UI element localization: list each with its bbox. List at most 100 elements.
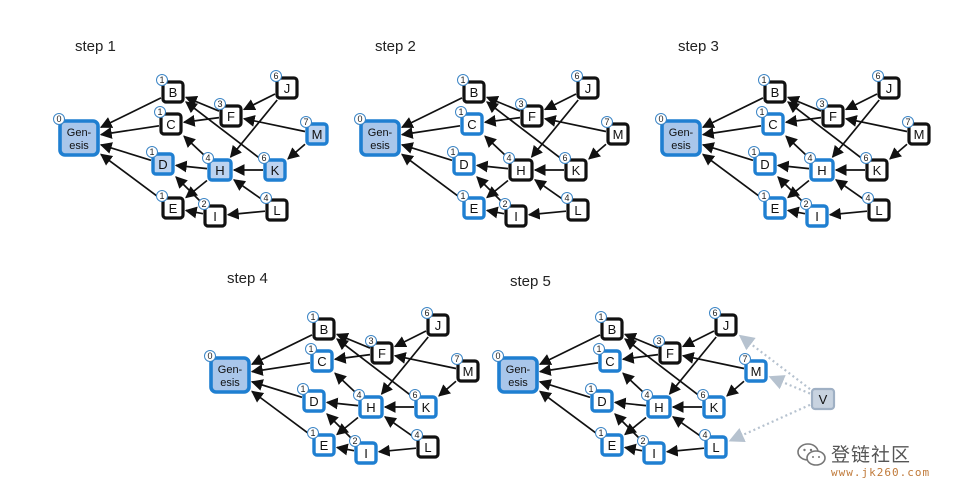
node-i: I2 xyxy=(349,435,378,465)
node-v-box xyxy=(810,387,836,411)
node-d-label: D xyxy=(597,394,606,409)
node-k-weight-badge xyxy=(860,152,872,164)
node-l-weight-badge xyxy=(699,429,711,441)
node-k: K6 xyxy=(409,389,438,419)
edge-e-to-genesis xyxy=(539,390,601,437)
node-k: K6 xyxy=(258,152,287,182)
edge-k-to-b xyxy=(787,101,866,162)
node-i-weight-badge xyxy=(800,198,812,210)
node-c: C1 xyxy=(756,106,785,136)
edge-m-to-k xyxy=(287,143,306,160)
node-k-weight: 6 xyxy=(261,153,266,163)
node-i-weight: 2 xyxy=(502,199,507,209)
node-genesis-weight: 0 xyxy=(56,114,61,124)
edge-b-to-genesis xyxy=(538,334,601,365)
node-j: J6 xyxy=(571,70,600,100)
node-l-label: L xyxy=(273,203,280,218)
node-l-weight: 4 xyxy=(263,193,268,203)
node-b-weight: 1 xyxy=(310,312,315,322)
node-i-box xyxy=(805,204,829,228)
edge-h-to-d xyxy=(613,397,647,410)
edge-l-to-h xyxy=(672,416,705,440)
node-j-label: J xyxy=(585,81,592,96)
edge-i-to-e xyxy=(335,443,355,456)
node-b-weight: 1 xyxy=(159,75,164,85)
edge-f-to-c xyxy=(621,351,659,364)
node-d-weight: 1 xyxy=(149,147,154,157)
node-f-box xyxy=(520,104,544,128)
node-m-weight: 7 xyxy=(454,354,459,364)
node-m-weight-badge xyxy=(739,353,751,365)
edge-m-to-f xyxy=(543,115,607,133)
node-h-label: H xyxy=(817,163,826,178)
node-d-box xyxy=(753,152,777,176)
node-m: M7 xyxy=(451,353,480,383)
edge-b-to-genesis xyxy=(99,97,162,128)
node-h: H4 xyxy=(641,389,672,419)
node-l-label: L xyxy=(574,203,581,218)
node-l: L4 xyxy=(411,429,440,459)
node-genesis-weight: 0 xyxy=(495,351,500,361)
node-f-weight: 3 xyxy=(368,336,373,346)
node-c-weight: 1 xyxy=(596,344,601,354)
edge-i-to-d xyxy=(476,176,505,205)
edge-m-to-k xyxy=(889,143,908,160)
edge-k-to-b xyxy=(486,101,565,162)
edge-h-to-e xyxy=(336,416,359,436)
node-e-label: E xyxy=(320,438,329,453)
node-e-weight: 1 xyxy=(460,191,465,201)
edge-i-to-e xyxy=(184,206,204,219)
node-k-label: K xyxy=(710,400,719,415)
node-m-weight: 7 xyxy=(604,117,609,127)
edge-f-to-c xyxy=(784,114,822,127)
node-i-box xyxy=(354,441,378,465)
node-e-weight-badge xyxy=(457,190,469,202)
node-c-weight-badge xyxy=(593,343,605,355)
node-f-weight: 3 xyxy=(819,99,824,109)
node-d-label: D xyxy=(309,394,318,409)
node-genesis-box xyxy=(58,119,100,157)
node-j-weight: 6 xyxy=(875,71,880,81)
edge-b-to-genesis xyxy=(250,334,313,365)
node-d-weight: 1 xyxy=(450,147,455,157)
node-e-weight-badge xyxy=(758,190,770,202)
node-m-label: M xyxy=(751,364,762,379)
node-i-weight: 2 xyxy=(640,436,645,446)
edge-d-to-genesis xyxy=(701,142,754,162)
edge-j-to-h xyxy=(668,336,717,395)
node-i-label: I xyxy=(652,446,656,461)
node-i-weight: 2 xyxy=(352,436,357,446)
node-k-weight: 6 xyxy=(700,390,705,400)
node-j-box xyxy=(714,313,738,337)
node-j-weight-badge xyxy=(270,70,282,82)
node-i-weight: 2 xyxy=(201,199,206,209)
node-k-weight-badge xyxy=(409,389,421,401)
node-c-weight: 1 xyxy=(308,344,313,354)
node-c-weight: 1 xyxy=(759,107,764,117)
edge-e-to-genesis xyxy=(401,153,463,200)
edge-j-to-h xyxy=(831,99,880,158)
node-h-weight-badge xyxy=(202,152,214,164)
node-d-box xyxy=(151,152,175,176)
node-genesis-weight-badge xyxy=(204,350,216,362)
node-j: J6 xyxy=(709,307,738,337)
edge-d-to-genesis xyxy=(538,379,591,399)
edge-f-to-c xyxy=(333,351,371,364)
node-j-label: J xyxy=(435,318,442,333)
node-k-weight: 6 xyxy=(412,390,417,400)
node-l-label: L xyxy=(875,203,882,218)
node-b-box xyxy=(161,80,185,104)
node-k-box xyxy=(564,158,588,182)
node-f-weight-badge xyxy=(365,335,377,347)
node-d-weight-badge xyxy=(585,383,597,395)
edge-l-to-h xyxy=(384,416,417,440)
node-h-label: H xyxy=(366,400,375,415)
node-genesis-box xyxy=(497,356,539,394)
node-h-box xyxy=(508,158,534,182)
node-e: E1 xyxy=(758,190,787,220)
node-i: I2 xyxy=(499,198,528,228)
node-c-weight: 1 xyxy=(458,107,463,117)
node-l: L4 xyxy=(862,192,891,222)
edge-b-to-genesis xyxy=(400,97,463,128)
